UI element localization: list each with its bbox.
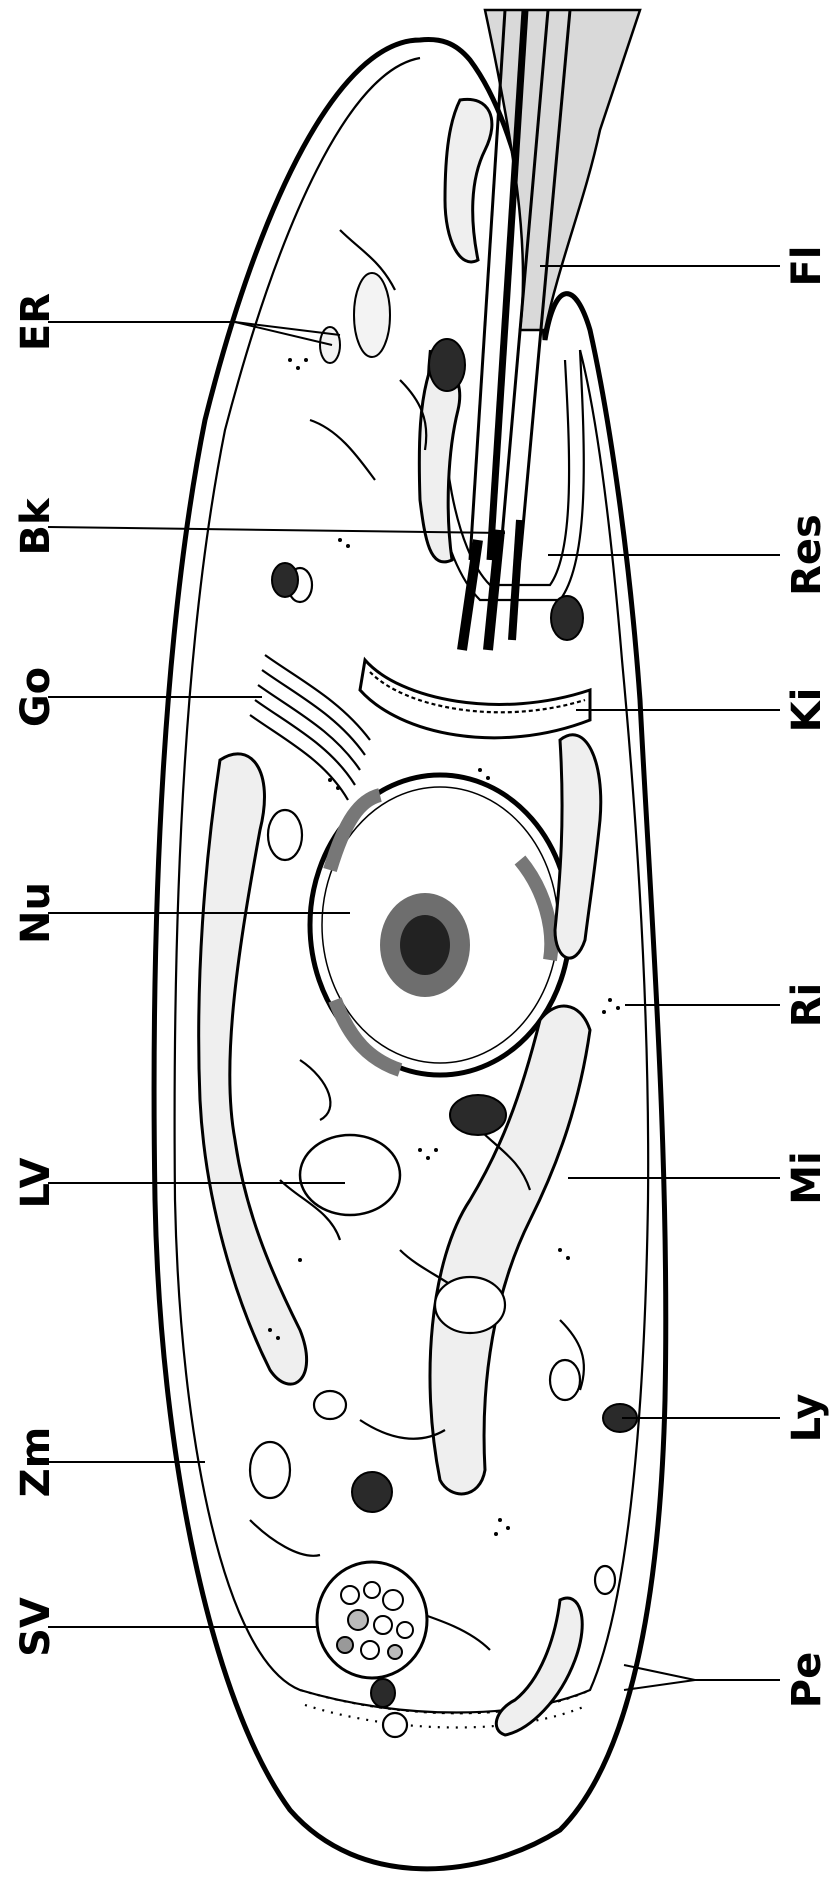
label-zm: Zm xyxy=(13,1427,59,1498)
label-ki: Ki xyxy=(784,688,830,733)
label-er: ER xyxy=(13,293,59,351)
large-vacuole xyxy=(300,1135,400,1215)
label-ly: Ly xyxy=(784,1394,830,1443)
label-go: Go xyxy=(13,667,59,727)
label-pe: Pe xyxy=(784,1652,830,1708)
storage-vacuole xyxy=(317,1562,427,1678)
label-fl: Fl xyxy=(784,245,830,286)
label-nu: Nu xyxy=(13,882,59,944)
nucleus xyxy=(310,775,570,1075)
label-ri: Ri xyxy=(784,983,830,1028)
labels-left: ER Bk Go Nu LV Zm SV xyxy=(13,293,59,1657)
label-bk: Bk xyxy=(13,497,59,555)
label-sv: SV xyxy=(13,1597,59,1657)
label-lv: LV xyxy=(13,1157,59,1208)
label-mi: Mi xyxy=(784,1151,830,1205)
labels-right: Fl Res Ki Ri Mi Ly Pe xyxy=(784,245,830,1708)
label-res: Res xyxy=(784,514,830,596)
